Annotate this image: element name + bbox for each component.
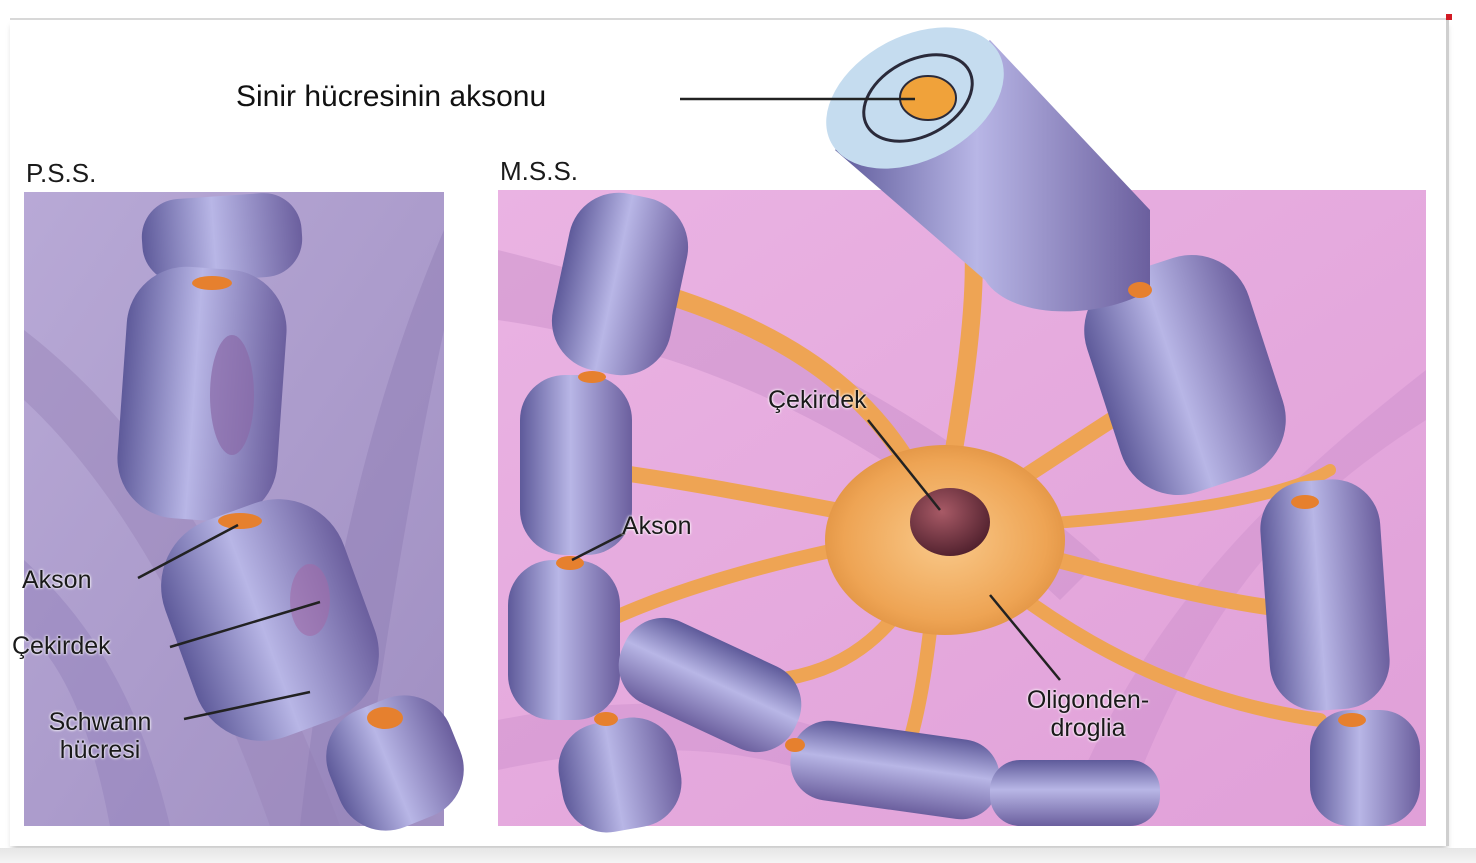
top-axon-label: Sinir hücresinin aksonu xyxy=(236,80,546,114)
pss-akson-label: Akson xyxy=(22,566,91,594)
pss-cekirdek-label: Çekirdek xyxy=(12,632,111,660)
pss-schwann-line1: Schwann xyxy=(20,708,180,736)
mss-akson-label: Akson xyxy=(622,512,691,540)
pss-heading: P.S.S. xyxy=(26,158,96,189)
mss-oligo-line1: Oligonden- xyxy=(988,686,1188,714)
mss-oligo-line2: droglia xyxy=(988,714,1188,742)
mss-heading: M.S.S. xyxy=(500,156,578,187)
mss-oligo-label: Oligonden- droglia xyxy=(988,686,1188,742)
pss-schwann-label: Schwann hücresi xyxy=(20,708,180,764)
mss-panel xyxy=(498,0,1426,840)
mss-cekirdek-label: Çekirdek xyxy=(768,386,867,414)
pss-schwann-line2: hücresi xyxy=(20,736,180,764)
